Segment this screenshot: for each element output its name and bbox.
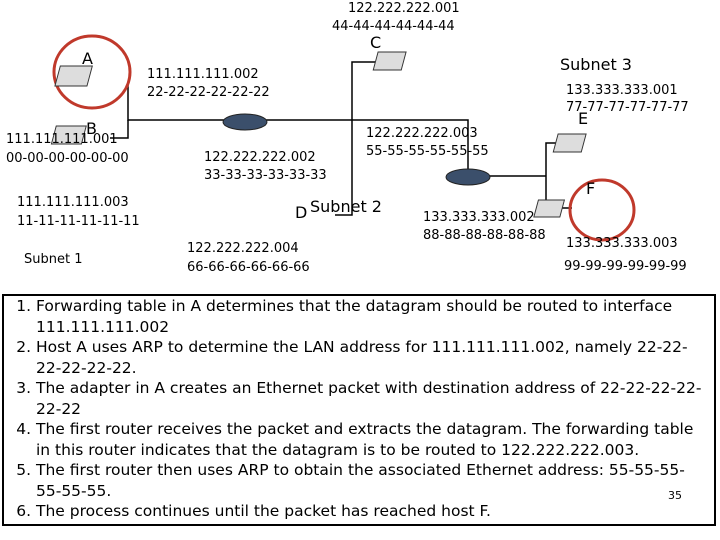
host-a[interactable]: A (52, 34, 132, 110)
wire-c-bus (351, 61, 390, 120)
computer-icon (54, 65, 93, 87)
router1-right-ip: 122.222.222.002 (204, 150, 316, 165)
host-f-mac: 99-99-99-99-99-99 (564, 259, 687, 274)
host-a-label: A (82, 49, 93, 68)
step-item: The adapter in A creates an Ethernet pac… (36, 378, 704, 419)
steps-list: Forwarding table in A determines that th… (4, 296, 714, 522)
step-item: The first router receives the packet and… (36, 419, 704, 460)
host-c-ip: 122.222.222.001 (348, 1, 460, 16)
host-f-label: F (586, 179, 595, 198)
host-d[interactable]: D 122.222.222.004 66-66-66-66-66-66 (187, 203, 310, 275)
router-2[interactable]: 122.222.222.003 55-55-55-55-55-55 133.33… (366, 126, 546, 243)
host-c[interactable]: 122.222.222.001 44-44-44-44-44-44 C (332, 1, 460, 71)
host-a-highlight-ring (52, 34, 132, 110)
host-f-highlight-ring (568, 178, 636, 242)
host-f-ip: 133.333.333.003 (566, 236, 678, 251)
subnet-1-label: Subnet 1 (24, 252, 82, 267)
host-b-mac: 00-00-00-00-00-00 (6, 151, 129, 166)
host-f[interactable]: F 133.333.333.003 99-99-99-99-99-99 (533, 178, 687, 274)
computer-icon (50, 125, 87, 145)
wire-router1-router2 (256, 119, 469, 170)
wire-b-router1 (110, 120, 129, 139)
router2-right-mac: 88-88-88-88-88-88 (423, 228, 546, 243)
subnet-3-label: Subnet 3 (560, 55, 632, 74)
host-b-ip: 111.111.111.001 (6, 132, 118, 147)
router-1[interactable]: 111.111.111.002 22-22-22-22-22-22 122.22… (147, 67, 327, 183)
subnet-2-label: Subnet 2 (310, 197, 382, 216)
host-c-label: C (370, 33, 381, 52)
host-b-label: B (86, 119, 97, 138)
router1-left-ip: 111.111.111.002 (147, 67, 259, 82)
step-item: The process continues until the packet h… (36, 501, 704, 522)
host-a-iface-ip: 111.111.111.003 (17, 195, 129, 210)
step-item: The first router then uses ARP to obtain… (36, 460, 704, 501)
wire-router2-e-f (486, 142, 572, 209)
router1-left-mac: 22-22-22-22-22-22 (147, 85, 270, 100)
computer-icon (533, 199, 566, 218)
host-e-mac: 77-77-77-77-77-77 (566, 100, 689, 115)
page-number: 35 (668, 489, 682, 502)
host-c-mac: 44-44-44-44-44-44 (332, 19, 455, 34)
host-d-ip: 122.222.222.004 (187, 241, 299, 256)
wire-d-bus (335, 120, 353, 216)
router-icon (222, 113, 268, 131)
host-b[interactable]: B 111.111.111.001 00-00-00-00-00-00 (6, 119, 129, 166)
network-diagram: A B 111.111.111.001 00-00-00-00-00-00 11… (6, 1, 689, 275)
host-e-label: E (578, 109, 588, 128)
router-icon (445, 168, 491, 186)
steps-box: Forwarding table in A determines that th… (2, 294, 716, 526)
host-d-mac: 66-66-66-66-66-66 (187, 260, 310, 275)
router2-left-ip: 122.222.222.003 (366, 126, 478, 141)
step-item: Host A uses ARP to determine the LAN add… (36, 337, 704, 378)
host-a-iface-mac: 11-11-11-11-11-11 (17, 214, 140, 229)
host-d-label: D (295, 203, 307, 222)
computer-icon (552, 133, 587, 153)
host-e[interactable]: 133.333.333.001 77-77-77-77-77-77 E (552, 83, 689, 153)
router1-right-mac: 33-33-33-33-33-33 (204, 168, 327, 183)
router2-left-mac: 55-55-55-55-55-55 (366, 144, 489, 159)
host-e-ip: 133.333.333.001 (566, 83, 678, 98)
computer-icon (372, 51, 407, 71)
router2-right-ip: 133.333.333.002 (423, 210, 535, 225)
step-item: Forwarding table in A determines that th… (36, 296, 704, 337)
